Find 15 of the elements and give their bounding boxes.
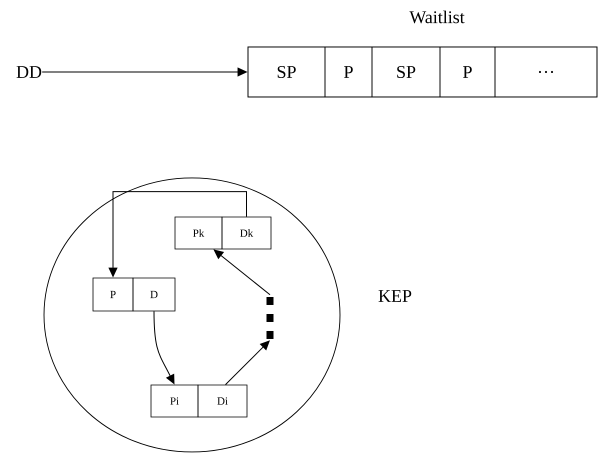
cell: SP [372, 46, 440, 98]
cell: … [494, 46, 598, 98]
cell: Pi [150, 384, 198, 418]
heading: Waitlist [409, 10, 465, 24]
cell: D [132, 278, 176, 312]
cell: Di [198, 384, 248, 418]
ellipsis-dots [266, 296, 274, 339]
cell: P [440, 46, 496, 98]
heading: KEP [378, 290, 412, 302]
cell: SP [248, 46, 326, 98]
cell: Dk [222, 216, 272, 250]
cell: Pk [174, 216, 222, 250]
cell: P [324, 46, 372, 98]
cell: P [92, 278, 134, 312]
node-label: DD [16, 66, 42, 78]
